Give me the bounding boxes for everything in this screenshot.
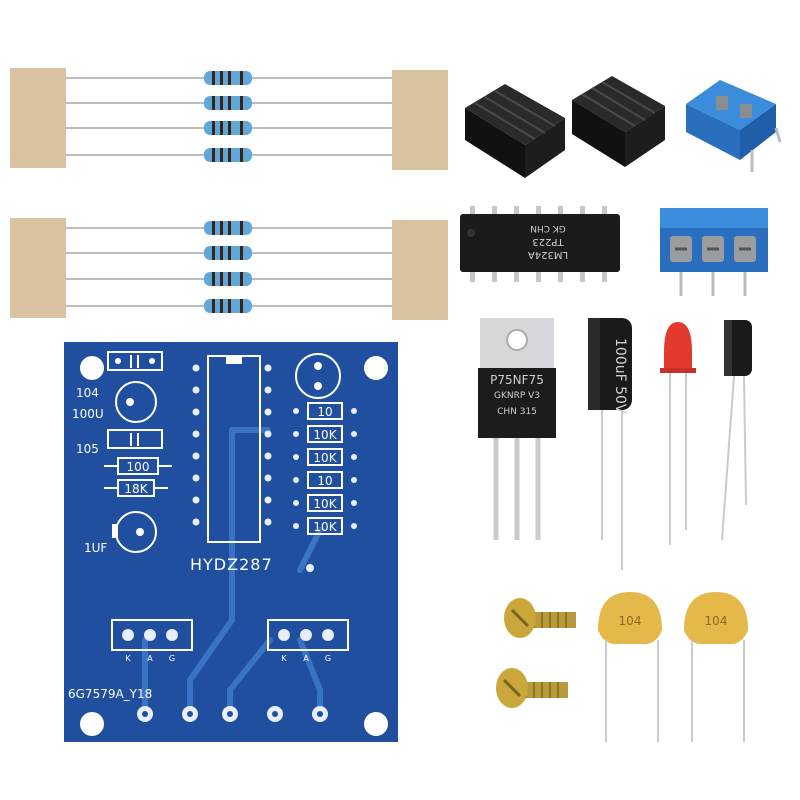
resistor-strip-top <box>10 68 448 170</box>
pcb-resistor-label: 10 <box>317 474 332 488</box>
ceramic-marking: 104 <box>619 614 642 628</box>
screw-icon <box>496 668 568 708</box>
pcb-board-name: HYDZ287 <box>190 555 273 574</box>
pin-k: K <box>281 654 287 663</box>
resistor-strip-bottom <box>10 218 448 320</box>
pcb-label-r18k: 18K <box>124 482 148 496</box>
resistor-icon <box>204 221 252 313</box>
resistor-icon <box>204 71 252 162</box>
dip-ic-icon: LM324A TP223 GK CHN <box>460 206 620 282</box>
pcb-label-100u: 100U <box>72 407 104 421</box>
mosfet-icon: P75NF75 GKNRP V3 CHN 315 <box>478 318 556 540</box>
capacitor-marking: 100uF 50V <box>612 338 628 414</box>
pin-a: A <box>303 654 309 663</box>
ic-marking-3: GK CHN <box>530 223 566 233</box>
mosfet-marking-1: P75NF75 <box>490 373 544 387</box>
ic-marking-1: LM324A <box>528 249 568 260</box>
pcb-label-1uf: 1UF <box>84 541 107 555</box>
pcb-resistor-label: 10K <box>313 451 337 465</box>
capacitor-icon: 104 <box>598 592 662 742</box>
heatsink-icon <box>572 76 665 167</box>
pcb-part-number: 6G7579A_Y18 <box>68 687 152 701</box>
ic-marking-2: TP223 <box>532 236 564 247</box>
pcb-resistor-label: 10 <box>317 405 332 419</box>
pcb-resistor-label: 10K <box>313 497 337 511</box>
screw-icon <box>504 598 576 638</box>
pin-a: A <box>147 654 153 663</box>
pin-k: K <box>125 654 131 663</box>
pcb-board: 104 100U 105 100 18K 1UF 10 <box>64 342 398 742</box>
led-icon <box>660 322 696 545</box>
terminal-block-icon <box>660 208 768 296</box>
ceramic-marking: 104 <box>705 614 728 628</box>
mosfet-marking-3: CHN 315 <box>497 407 537 417</box>
pcb-resistor-group: 10 10K 10K 10 10K 10K <box>293 402 357 535</box>
capacitor-icon: 100uF 50V <box>588 318 632 570</box>
pcb-label-105: 105 <box>76 442 99 456</box>
pin-g: G <box>169 654 175 663</box>
pcb-resistor-label: 10K <box>313 520 337 534</box>
pin-g: G <box>325 654 331 663</box>
pcb-label-104: 104 <box>76 386 99 400</box>
capacitor-icon: 104 <box>684 592 748 742</box>
mosfet-marking-2: GKNRP V3 <box>494 391 540 401</box>
pcb-label-r100: 100 <box>127 460 150 474</box>
terminal-block-icon <box>686 80 782 172</box>
heatsink-icon <box>465 84 565 178</box>
pcb-resistor-label: 10K <box>313 428 337 442</box>
capacitor-icon <box>721 320 752 541</box>
